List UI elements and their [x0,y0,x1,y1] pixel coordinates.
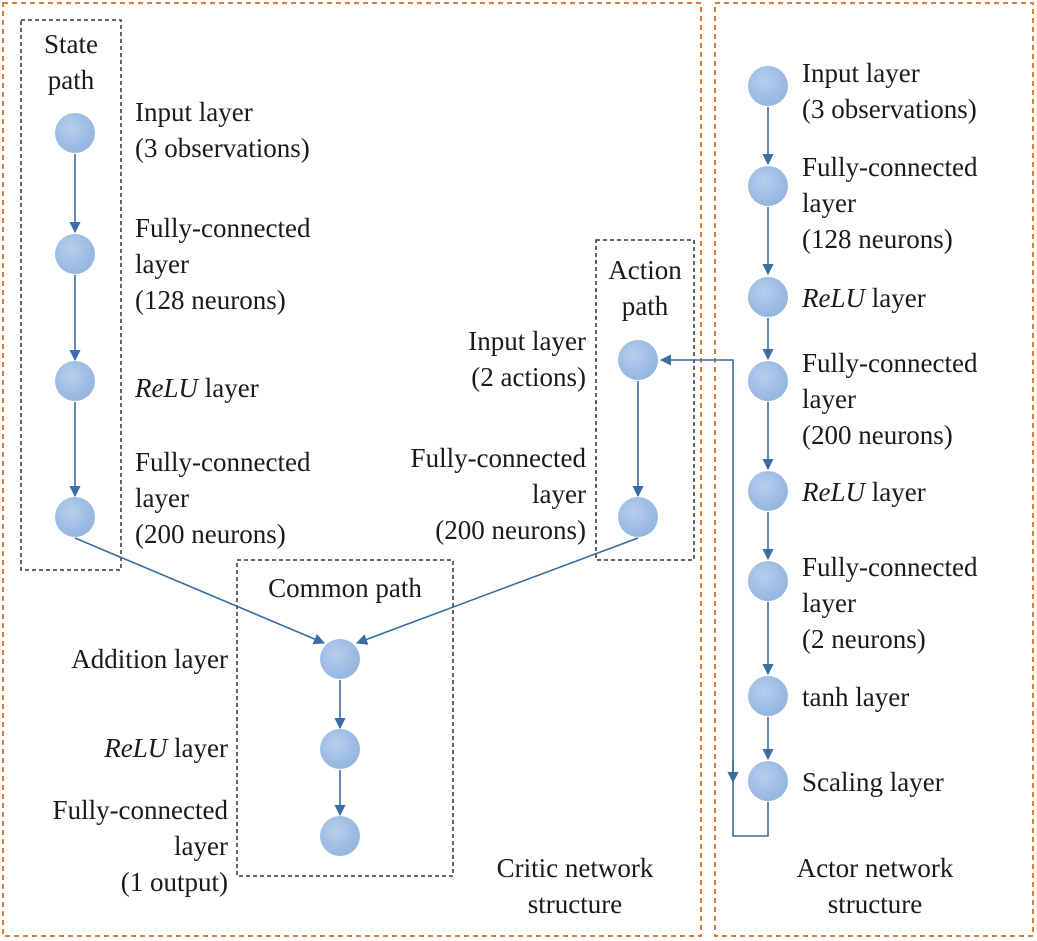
action-fc200-label: Fully-connected layer (200 neurons) [410,443,586,545]
addition-node [320,639,360,679]
critic-network-title: Critic network structure [496,853,654,919]
actor-input-node [748,66,788,106]
common-relu-suffix: layer [167,733,228,763]
actor-fc128-node [748,166,788,206]
common-path-title: Common path [268,573,422,603]
actor-tanh-node [748,676,788,716]
common-path-border [236,559,454,877]
actor-relu1-label: ReLU layer [802,280,926,316]
actor-scaling-node [748,761,788,801]
state-input-label: Input layer (3 observations) [135,97,310,163]
action-input-node [618,340,658,380]
state-path-border [20,19,122,571]
actor-relu2-label: ReLU layer [802,474,926,510]
state-fc200-node [55,497,95,537]
actor-panel-border [714,2,1034,937]
state-fc128-label: Fully-connected layer (128 neurons) [135,213,311,315]
action-fc200-node [618,497,658,537]
common-fc-node [320,816,360,856]
actor-tanh-label: tanh layer [802,682,910,712]
actor-fc2-node [748,561,788,601]
actor-fc200-label: Fully-connected layer (200 neurons) [802,348,978,450]
state-relu-label: ReLU layer [135,370,259,406]
state-input-node [55,113,95,153]
addition-label: Addition layer [71,644,228,674]
common-relu-node [320,729,360,769]
common-fc-label: Fully-connected layer (1 output) [52,795,228,897]
actor-relu2-suffix: layer [865,477,926,507]
state-relu-italic: ReLU [135,373,198,403]
arrows [69,107,774,837]
action-path-border [595,239,695,561]
actor-fc200-node [748,361,788,401]
actor-input-label: Input layer (3 observations) [802,58,977,124]
action-path-title: Action path [608,255,682,321]
critic-panel-border [2,2,702,937]
actor-relu2-node [748,471,788,511]
actor-network-title: Actor network structure [796,853,954,919]
state-fc128-node [55,234,95,274]
actor-relu1-suffix: layer [865,283,926,313]
actor-fc2-label: Fully-connected layer (2 neurons) [802,552,978,654]
actor-scaling-label: Scaling layer [802,767,944,797]
actor-relu1-node [748,277,788,317]
state-relu-suffix: layer [198,373,259,403]
common-relu-label: ReLU layer [0,730,228,766]
actor-relu2-italic: ReLU [802,477,865,507]
actor-fc128-label: Fully-connected layer (128 neurons) [802,152,978,254]
common-relu-italic: ReLU [104,733,168,763]
state-path-title: State path [44,29,98,95]
state-relu-node [55,361,95,401]
actor-relu1-italic: ReLU [802,283,865,313]
action-input-label: Input layer (2 actions) [468,326,586,392]
state-fc200-label: Fully-connected layer (200 neurons) [135,447,311,549]
